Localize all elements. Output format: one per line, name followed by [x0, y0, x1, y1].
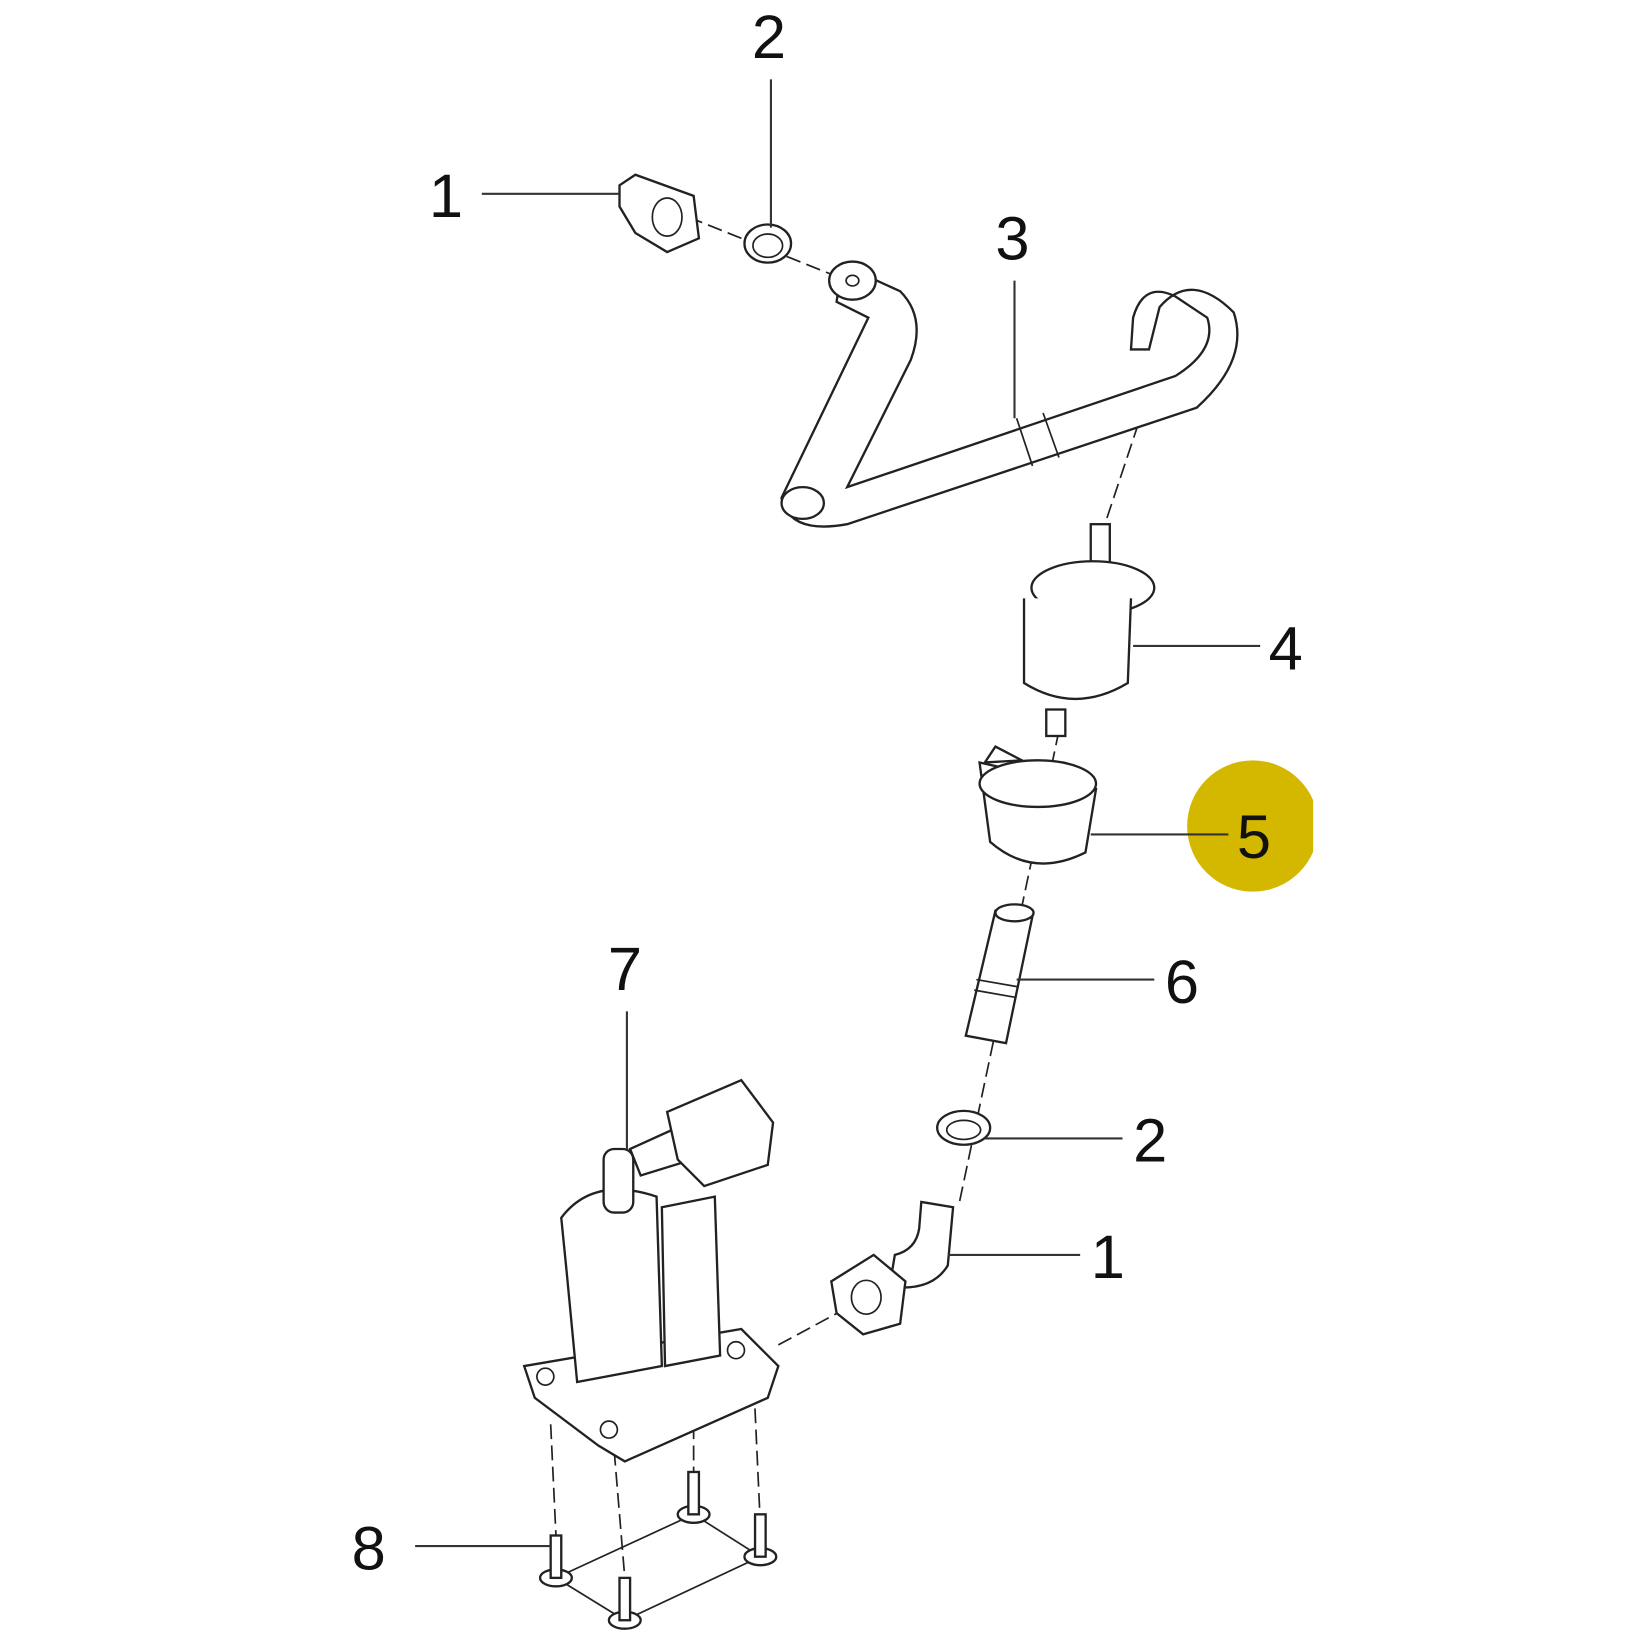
callout-7[interactable]: 7: [608, 935, 642, 1004]
callout-1-top[interactable]: 1: [429, 162, 463, 231]
part-2-clamp-lower: [936, 1109, 992, 1146]
leader-lines: [415, 79, 1261, 1548]
part-2-clamp-top: [743, 223, 793, 264]
highlight-circle: [1187, 760, 1314, 892]
callout-4[interactable]: 4: [1269, 614, 1303, 683]
part-8-screws: [538, 1470, 778, 1630]
part-7-fuel-pump: [522, 1078, 780, 1463]
callout-5[interactable]: 5: [1237, 803, 1271, 872]
part-6-hose-segment: [964, 903, 1035, 1045]
callout-8[interactable]: 8: [352, 1514, 386, 1583]
part-3-fuel-hose: [780, 260, 1239, 528]
callout-2-top[interactable]: 2: [752, 3, 786, 72]
callout-6[interactable]: 6: [1165, 948, 1199, 1017]
assembly-axis-screws: [549, 1387, 762, 1578]
assembly-axis-pump: [777, 1307, 848, 1346]
part-4-fuel-filter: [1022, 523, 1156, 738]
callout-2-lower[interactable]: 2: [1133, 1107, 1167, 1176]
part-1-connector-lower: [830, 1200, 955, 1336]
part-1-connector-top: [618, 173, 701, 254]
callout-1-lower[interactable]: 1: [1091, 1223, 1125, 1292]
part-5-filter-bracket: [978, 745, 1098, 865]
assembly-axis-filter: [1105, 423, 1140, 520]
screw-pattern-lines: [554, 1513, 763, 1622]
callout-3[interactable]: 3: [995, 204, 1029, 273]
